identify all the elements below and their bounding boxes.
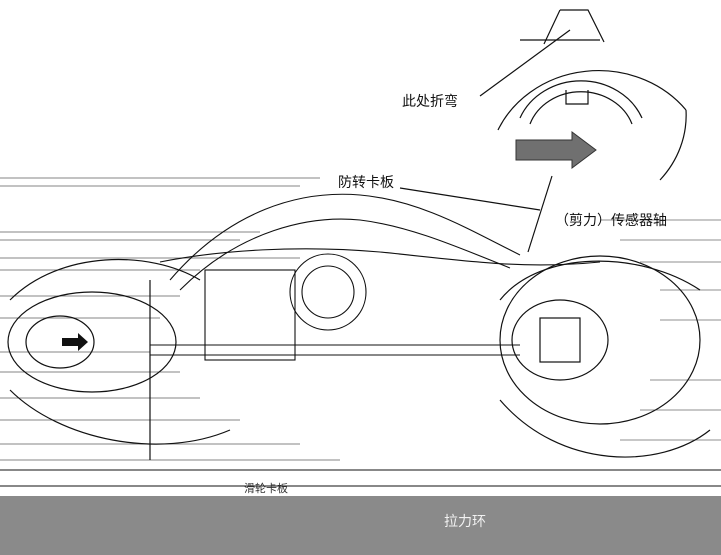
right-arrow-icon: [515, 131, 597, 169]
bottom-rail: [0, 469, 721, 487]
scan-noise-right: [600, 219, 721, 441]
leader-lines: [399, 29, 571, 253]
bottom-band: [0, 496, 721, 555]
label-bend-here: 此处折弯: [402, 94, 458, 110]
center-frame: [150, 253, 520, 361]
label-bottom-small: 滑轮卡板: [244, 482, 288, 495]
label-sensor-shaft: （剪力）传感器轴: [555, 213, 667, 229]
right-pulley: [499, 255, 711, 458]
anti-rotation-plate: [159, 193, 601, 291]
label-anti-rotation-plate: 防转卡板: [338, 175, 394, 191]
bend-ring: [497, 9, 687, 181]
label-bottom-main: 拉力环: [444, 514, 486, 530]
left-pulley: [7, 259, 231, 460]
scan-noise-left: [0, 177, 340, 461]
small-right-arrow-icon: [62, 333, 88, 351]
